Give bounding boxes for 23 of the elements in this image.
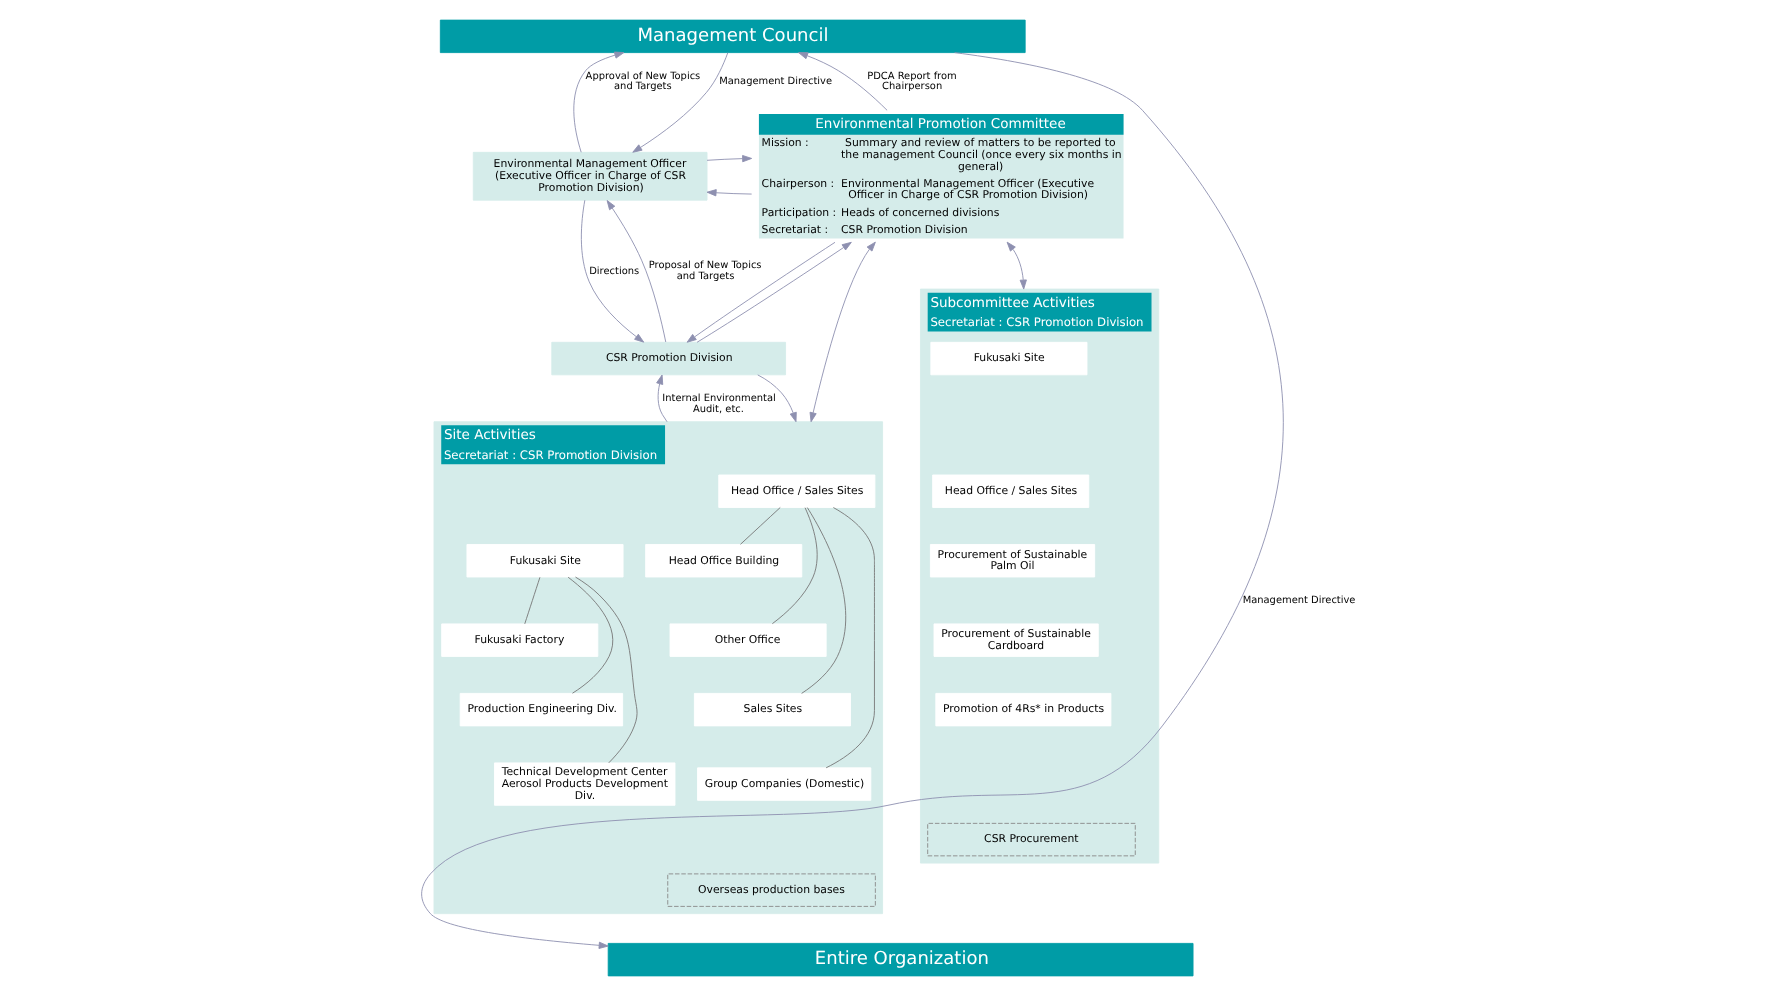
arrow	[685, 241, 835, 343]
connector	[800, 507, 846, 694]
connector	[824, 507, 874, 769]
arrow	[1005, 241, 1026, 290]
node-box: Management Council	[438, 19, 1025, 54]
connector	[523, 576, 540, 625]
arrow	[705, 189, 752, 197]
arrow	[655, 374, 667, 423]
node-box: Entire Organization	[606, 942, 1193, 977]
arrow	[579, 199, 644, 343]
arrow	[756, 374, 796, 423]
arrow	[572, 51, 624, 153]
arrow	[420, 52, 1283, 949]
arrow	[631, 52, 728, 153]
connector	[739, 507, 780, 545]
arrow	[705, 155, 752, 163]
connector	[574, 576, 637, 764]
connector	[770, 507, 817, 625]
arrow	[695, 241, 851, 343]
arrow	[797, 52, 887, 111]
arrow	[808, 241, 875, 423]
arrow	[605, 200, 666, 343]
connector	[566, 576, 613, 694]
